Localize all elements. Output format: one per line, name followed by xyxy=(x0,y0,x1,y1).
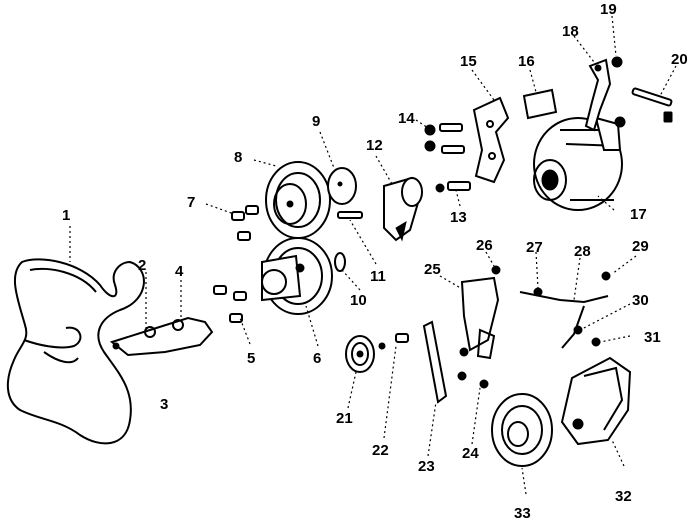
pump-pulley-33 xyxy=(491,393,553,467)
nut-19 xyxy=(611,56,623,68)
callout-5: 5 xyxy=(247,350,255,367)
callout-33: 33 xyxy=(514,505,531,521)
callout-12: 12 xyxy=(366,137,383,154)
idler-bracket-12 xyxy=(383,176,423,242)
water-pump xyxy=(261,237,333,315)
power-steering-pump-32 xyxy=(560,356,632,446)
callout-7: 7 xyxy=(187,194,195,211)
spacer-9 xyxy=(327,167,357,205)
callout-8: 8 xyxy=(234,149,242,166)
bolt-13 xyxy=(435,181,471,193)
callout-28: 28 xyxy=(574,243,591,260)
callout-labels: 1 2 3 4 5 6 7 8 9 10 11 12 13 14 15 16 1… xyxy=(62,1,688,521)
bolts-14 xyxy=(424,123,465,154)
callout-16: 16 xyxy=(518,53,535,70)
callout-3: 3 xyxy=(160,396,168,413)
callout-1: 1 xyxy=(62,207,70,224)
callout-11: 11 xyxy=(370,268,386,285)
callout-23: 23 xyxy=(418,458,435,475)
bolt-22 xyxy=(378,333,409,350)
long-bolt-20 xyxy=(631,87,673,123)
callout-22: 22 xyxy=(372,442,389,459)
pulley-8 xyxy=(265,161,331,239)
callout-30: 30 xyxy=(632,292,649,309)
callout-6: 6 xyxy=(313,350,321,367)
callout-29: 29 xyxy=(632,238,649,255)
callout-27: 27 xyxy=(526,239,543,256)
callout-25: 25 xyxy=(424,261,441,278)
callout-24: 24 xyxy=(462,445,479,462)
callout-17: 17 xyxy=(630,206,647,223)
belt-tensioner-bracket xyxy=(109,316,214,357)
bracket-assembly-25 xyxy=(457,265,501,389)
stud-11 xyxy=(337,211,363,219)
callout-19: 19 xyxy=(600,1,617,18)
alternator-17 xyxy=(533,116,623,211)
idler-pulley-21 xyxy=(345,335,375,373)
callout-10: 10 xyxy=(350,292,367,309)
callout-2: 2 xyxy=(138,257,146,274)
callout-21: 21 xyxy=(336,410,353,427)
callout-4: 4 xyxy=(175,263,184,280)
callout-26: 26 xyxy=(476,237,493,254)
alternator-bracket-15 xyxy=(472,96,510,184)
callout-32: 32 xyxy=(615,488,632,505)
callout-14: 14 xyxy=(398,110,415,127)
callout-13: 13 xyxy=(450,209,467,226)
callout-20: 20 xyxy=(671,51,688,68)
bolts-7 xyxy=(231,205,259,241)
callout-31: 31 xyxy=(644,329,661,346)
leader-lines xyxy=(69,15,677,495)
spacer-block-16 xyxy=(522,88,558,120)
support-rod-28 xyxy=(519,271,611,349)
serpentine-belt xyxy=(6,258,145,445)
idler-arm-23 xyxy=(422,320,448,404)
bolts-5 xyxy=(213,285,247,323)
callout-9: 9 xyxy=(312,113,320,130)
nut-19b xyxy=(614,116,626,128)
callout-15: 15 xyxy=(460,53,477,70)
o-ring-10 xyxy=(334,252,346,272)
brace-18 xyxy=(584,58,612,132)
callout-18: 18 xyxy=(562,23,579,40)
